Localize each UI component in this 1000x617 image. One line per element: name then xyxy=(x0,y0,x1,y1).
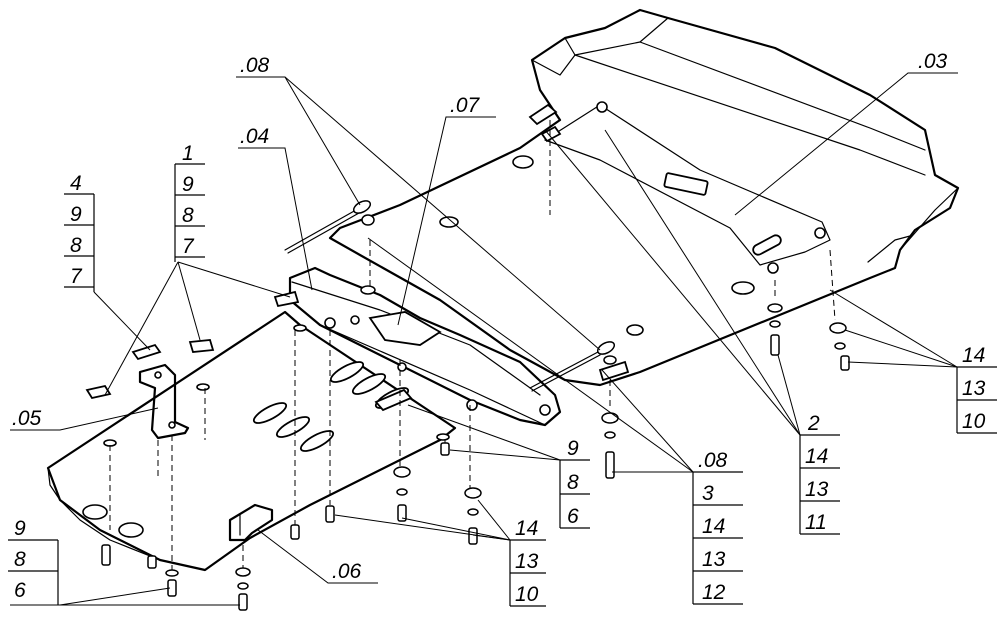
stack-item: 9 xyxy=(182,173,194,196)
stack-item: 13 xyxy=(805,478,829,501)
bracket-06 xyxy=(228,503,274,542)
callout-08-right: .08 xyxy=(698,449,728,472)
callout-05: .05 xyxy=(12,407,42,430)
stack-item: 8 xyxy=(70,234,82,257)
callout-08-top: .08 xyxy=(240,54,270,77)
leader-lines xyxy=(10,72,958,606)
stack-4-9-8-7: 4 9 8 7 xyxy=(64,172,95,292)
stack-item: 9 xyxy=(70,203,82,226)
long-bolt-upper xyxy=(284,200,372,254)
stack-item: 7 xyxy=(182,235,195,258)
stack-item: 14 xyxy=(805,445,828,468)
stack-14-13-10-mid: 14 13 10 xyxy=(509,517,546,607)
front-skid-plate xyxy=(46,310,457,572)
stack-item: 10 xyxy=(962,410,986,433)
stack-item: 11 xyxy=(805,511,827,534)
stack-9-8-6-mid: 9 8 6 xyxy=(559,437,590,529)
stack-item: 8 xyxy=(14,548,26,571)
small-tabs xyxy=(85,290,300,400)
stack-item: 13 xyxy=(962,377,986,400)
stack-item: 8 xyxy=(182,204,194,227)
assembly-axes xyxy=(109,120,836,570)
stack-item: 3 xyxy=(702,482,714,505)
stack-item: 1 xyxy=(182,142,194,165)
stack-item: 12 xyxy=(702,581,726,604)
callout-03: .03 xyxy=(918,50,948,73)
stack-item: 4 xyxy=(70,172,82,195)
stack-9-8-6-left: 9 8 6 xyxy=(8,517,59,605)
stack-item: 9 xyxy=(567,437,579,460)
stack-item: 9 xyxy=(14,517,26,540)
callout-07: .07 xyxy=(450,94,481,117)
stack-3-14-13-12: 3 14 13 12 xyxy=(692,471,743,605)
stack-item: 13 xyxy=(515,550,539,573)
stack-item: 6 xyxy=(14,579,26,602)
bracket-05 xyxy=(138,363,190,440)
long-bolt-lower xyxy=(529,341,616,392)
stack-item: 14 xyxy=(962,344,985,367)
stack-item: 13 xyxy=(702,548,726,571)
stack-item: 14 xyxy=(702,515,725,538)
stack-item: 10 xyxy=(515,583,539,606)
fasteners xyxy=(101,214,850,611)
stack-2-14-13-11: 2 14 13 11 xyxy=(799,412,840,535)
stack-1-9-8-7: 1 9 8 7 xyxy=(174,142,205,262)
callout-06: .06 xyxy=(332,560,362,583)
stack-14-13-10-right: 14 13 10 xyxy=(956,344,997,434)
stack-item: 6 xyxy=(567,505,579,528)
stack-item: 14 xyxy=(515,517,538,540)
stack-item: 8 xyxy=(567,471,579,494)
stack-item: 7 xyxy=(70,265,83,288)
middle-crossmember xyxy=(288,266,562,427)
callout-labels: .03 .08 .07 .04 .05 .06 .08 xyxy=(12,50,948,583)
stack-item: 2 xyxy=(807,412,820,435)
callout-04: .04 xyxy=(240,125,269,148)
